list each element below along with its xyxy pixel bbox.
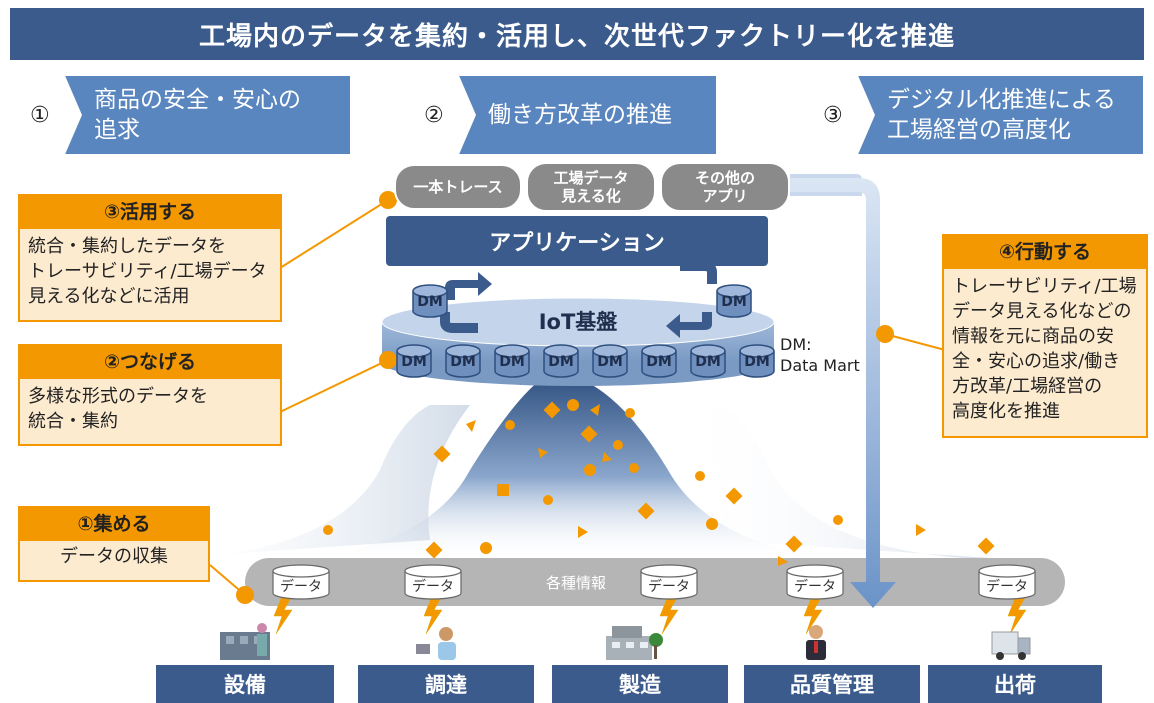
down-arrow	[790, 178, 896, 608]
dm-cylinder: DM	[412, 284, 448, 318]
dm-cylinder: DM	[739, 344, 775, 378]
data-source-cylinder: データ	[786, 564, 844, 600]
goal-3-text: デジタル化推進による 工場経営の高度化	[887, 87, 1116, 143]
dm-label: DM	[401, 354, 427, 370]
dm-label: DM	[695, 354, 721, 370]
category-equipment: 設備	[156, 665, 334, 703]
truck-illustration	[991, 631, 1031, 660]
dm-label: DM	[597, 354, 623, 370]
procurement-illustration	[416, 627, 456, 660]
data-source-cylinder: データ	[272, 564, 330, 600]
dm-cylinder: DM	[445, 344, 481, 378]
info-label: 各種情報	[546, 574, 607, 592]
database-icon	[640, 564, 698, 600]
database-icon	[641, 344, 677, 378]
goal-2-text: 働き方改革の推進	[488, 102, 672, 128]
dm-cylinder: DM	[716, 284, 752, 318]
data-label: データ	[648, 579, 690, 595]
category-quality-control: 品質管理	[744, 665, 920, 703]
dm-label: DM	[646, 354, 672, 370]
data-particles	[323, 399, 995, 566]
step-collect-body: データの収集	[60, 546, 168, 567]
category-manufacturing: 製造	[552, 665, 728, 703]
step-use-body: 統合・集約したデータを トレーサビリティ/工場データ 見える化などに活用	[28, 236, 267, 307]
goal-1: ① 商品の安全・安心の 追求	[12, 76, 350, 154]
step-connect: ②つなげる 多様な形式のデータを 統合・集約	[18, 344, 282, 446]
database-icon	[739, 344, 775, 378]
step-act-title: ④行動する	[943, 235, 1147, 269]
data-label: データ	[280, 579, 322, 595]
dm-label: DM	[450, 354, 476, 370]
data-label: データ	[794, 579, 836, 595]
dm-label: DM	[744, 354, 770, 370]
database-icon	[412, 284, 448, 318]
database-icon	[978, 564, 1036, 600]
database-icon	[786, 564, 844, 600]
dm-label: DM	[417, 294, 443, 310]
step-connect-title: ②つなげる	[19, 345, 281, 379]
dm-label: DM	[548, 354, 574, 370]
data-funnel	[300, 375, 840, 560]
step-use: ③活用する 統合・集約したデータを トレーサビリティ/工場データ 見える化などに…	[18, 194, 282, 322]
data-label: データ	[412, 579, 454, 595]
category-procurement: 調達	[358, 665, 534, 703]
step-collect: ①集める データの収集	[18, 506, 210, 582]
application-bar: アプリケーション	[386, 216, 768, 266]
app-pill-visualization: 工場データ 見える化	[526, 162, 656, 212]
step-act-body: トレーサビリティ/工場 データ見える化などの 情報を元に商品の安 全・安心の追求…	[952, 276, 1137, 422]
goal-3-number: ③	[805, 76, 875, 154]
dm-cylinder: DM	[690, 344, 726, 378]
iot-platform-label: IoT基盤	[538, 310, 618, 334]
database-icon	[592, 344, 628, 378]
dm-label: DM	[499, 354, 525, 370]
database-icon	[445, 344, 481, 378]
dm-cylinder: DM	[494, 344, 530, 378]
data-source-cylinder: データ	[404, 564, 462, 600]
goal-2-number: ②	[406, 76, 476, 154]
quality-manager-illustration	[806, 625, 826, 660]
database-icon	[404, 564, 462, 600]
category-shipping: 出荷	[928, 665, 1102, 703]
database-icon	[272, 564, 330, 600]
app-pill-other: その他の アプリ	[660, 162, 790, 212]
data-source-cylinder: データ	[640, 564, 698, 600]
database-icon	[690, 344, 726, 378]
step-connect-body: 多様な形式のデータを 統合・集約	[28, 386, 208, 432]
database-icon	[494, 344, 530, 378]
goal-2: ② 働き方改革の推進	[406, 76, 716, 154]
funnel-right-wing	[680, 405, 1020, 560]
funnel-left-wing	[140, 405, 470, 560]
data-source-cylinder: データ	[978, 564, 1036, 600]
factory-illustration	[606, 626, 663, 660]
data-label: データ	[986, 579, 1028, 595]
database-icon	[716, 284, 752, 318]
database-icon	[543, 344, 579, 378]
goal-1-text: 商品の安全・安心の 追求	[94, 87, 301, 143]
goal-1-number: ①	[12, 76, 82, 154]
step-collect-title: ①集める	[19, 507, 209, 541]
step-act: ④行動する トレーサビリティ/工場 データ見える化などの 情報を元に商品の安 全…	[942, 234, 1148, 438]
app-pill-trace: 一本トレース	[394, 164, 522, 210]
goal-3: ③ デジタル化推進による 工場経営の高度化	[805, 76, 1143, 154]
dm-cylinder: DM	[543, 344, 579, 378]
page-title: 工場内のデータを集約・活用し、次世代ファクトリー化を推進	[10, 8, 1144, 60]
dm-cylinder: DM	[592, 344, 628, 378]
database-icon	[396, 344, 432, 378]
dm-legend: DM: Data Mart	[780, 335, 860, 375]
dm-cylinder: DM	[641, 344, 677, 378]
equipment-illustration	[220, 623, 270, 660]
step-use-title: ③活用する	[19, 195, 281, 229]
dm-cylinder: DM	[396, 344, 432, 378]
dm-label: DM	[721, 294, 747, 310]
